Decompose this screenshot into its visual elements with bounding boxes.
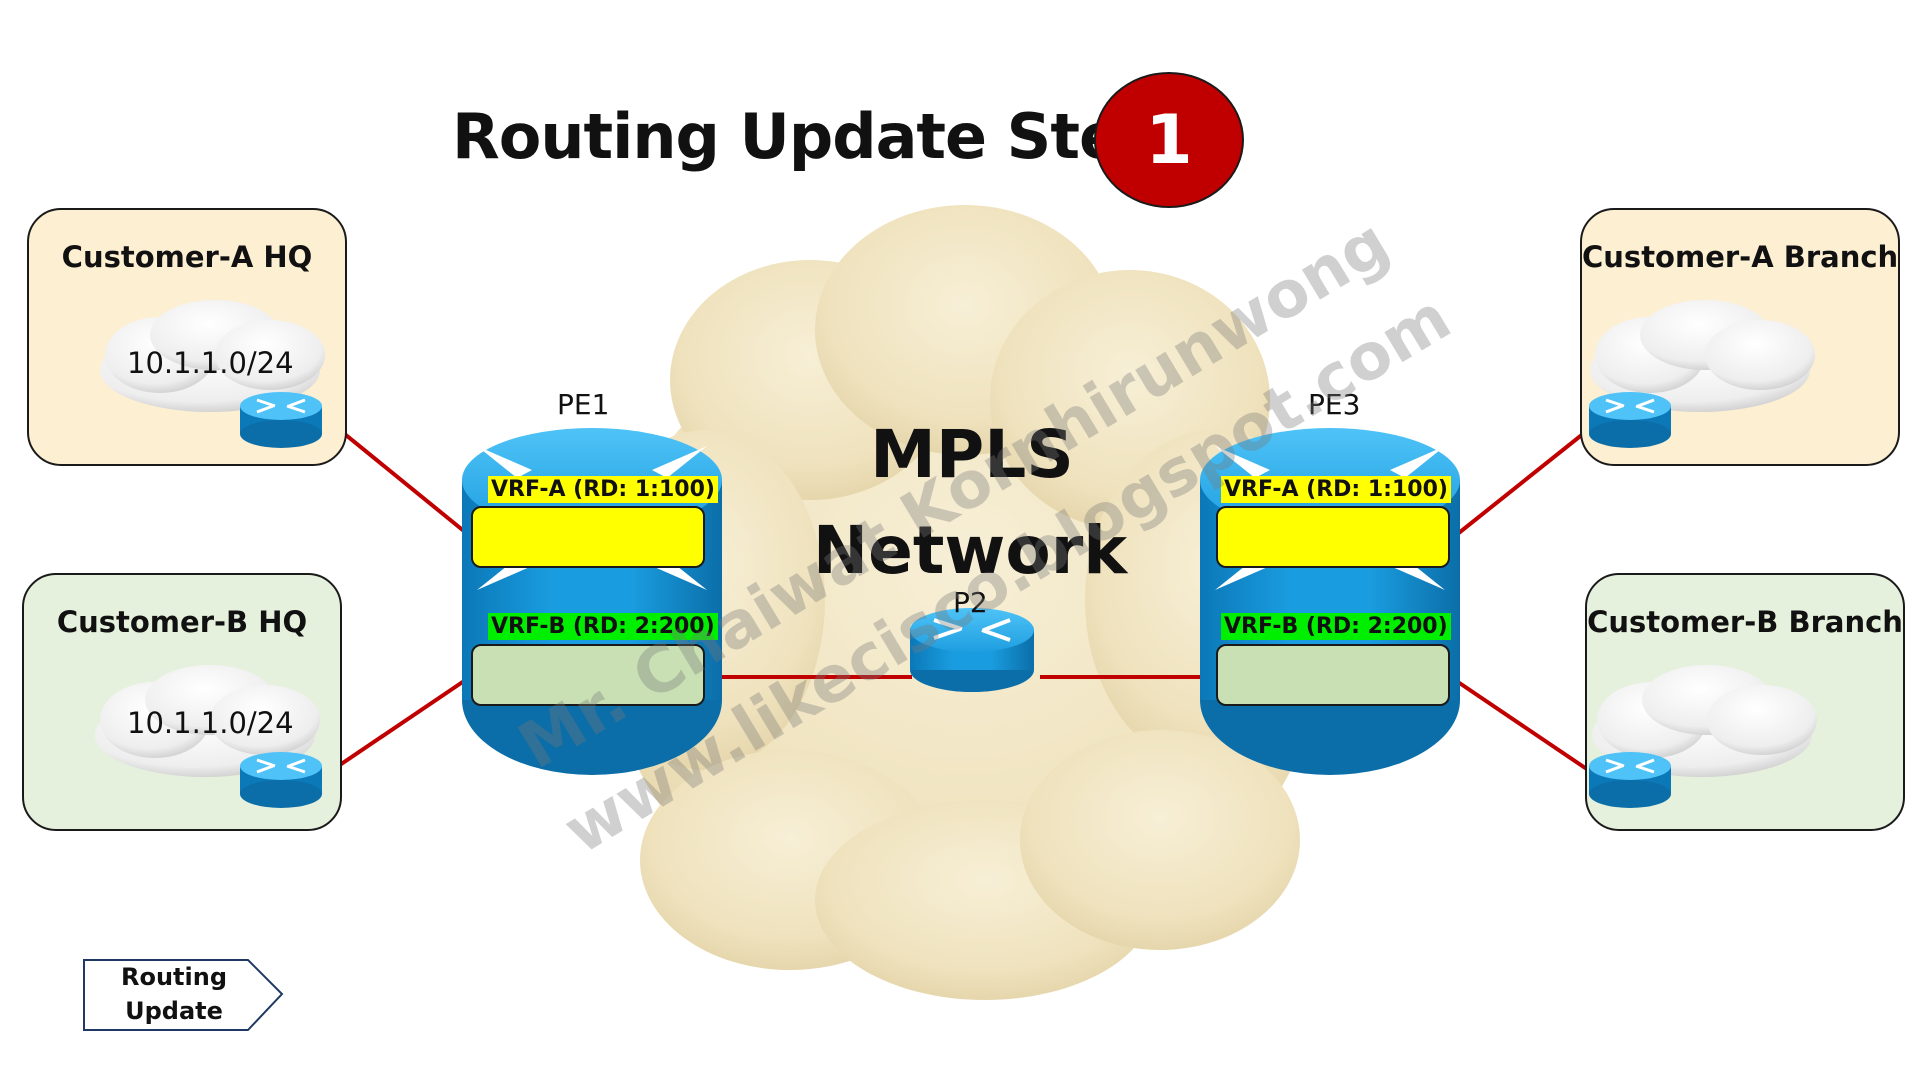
pe1-vrf-b-tag: VRF-B (RD: 2:200)	[488, 613, 718, 640]
links	[323, 416, 1605, 782]
pe3-vrf-a-table	[1216, 506, 1450, 568]
link-pe3-customer-b-branch	[1453, 678, 1605, 782]
link-pe3-customer-a-branch	[1453, 416, 1605, 538]
site-label: Customer-B Branch	[1587, 605, 1903, 639]
legend-routing-update: Routing Update	[84, 960, 264, 1028]
p2-label: P2	[953, 586, 988, 619]
site-customer-a-branch: Customer-A Branch	[1580, 208, 1900, 466]
site-label: Customer-A Branch	[1582, 240, 1899, 274]
pe3-vrf-b-tag: VRF-B (RD: 2:200)	[1221, 613, 1451, 640]
pe3-vrf-a-tag: VRF-A (RD: 1:100)	[1221, 476, 1451, 503]
site-customer-b-hq: Customer-B HQ	[22, 573, 342, 831]
pe1-vrf-a-tag: VRF-A (RD: 1:100)	[488, 476, 718, 503]
mpls-label-line2: Network	[812, 512, 1128, 589]
link-customer-a-hq-pe1	[323, 416, 472, 538]
pe1-vrf-b-table	[471, 644, 705, 706]
pe3-label: PE3	[1308, 388, 1361, 421]
pe1-vrf-a-table	[471, 506, 705, 568]
link-customer-b-hq-pe1	[323, 675, 472, 777]
mpls-cloud	[585, 205, 1345, 1000]
mpls-label-line1: MPLS	[870, 416, 1074, 493]
prefix-label: 10.1.1.0/24	[127, 346, 294, 380]
step-number-badge: 1	[1094, 72, 1244, 208]
legend-line1: Routing	[120, 963, 228, 991]
site-customer-a-hq: Customer-A HQ	[27, 208, 347, 466]
site-label: Customer-A HQ	[61, 240, 313, 274]
site-customer-b-branch: Customer-B Branch	[1585, 573, 1905, 831]
pe3-vrf-b-table	[1216, 644, 1450, 706]
page-title: Routing Update Step	[452, 100, 1164, 173]
pe1-label: PE1	[557, 388, 610, 421]
site-label: Customer-B HQ	[56, 605, 308, 639]
prefix-label: 10.1.1.0/24	[127, 706, 294, 740]
legend-line2: Update	[125, 997, 223, 1025]
